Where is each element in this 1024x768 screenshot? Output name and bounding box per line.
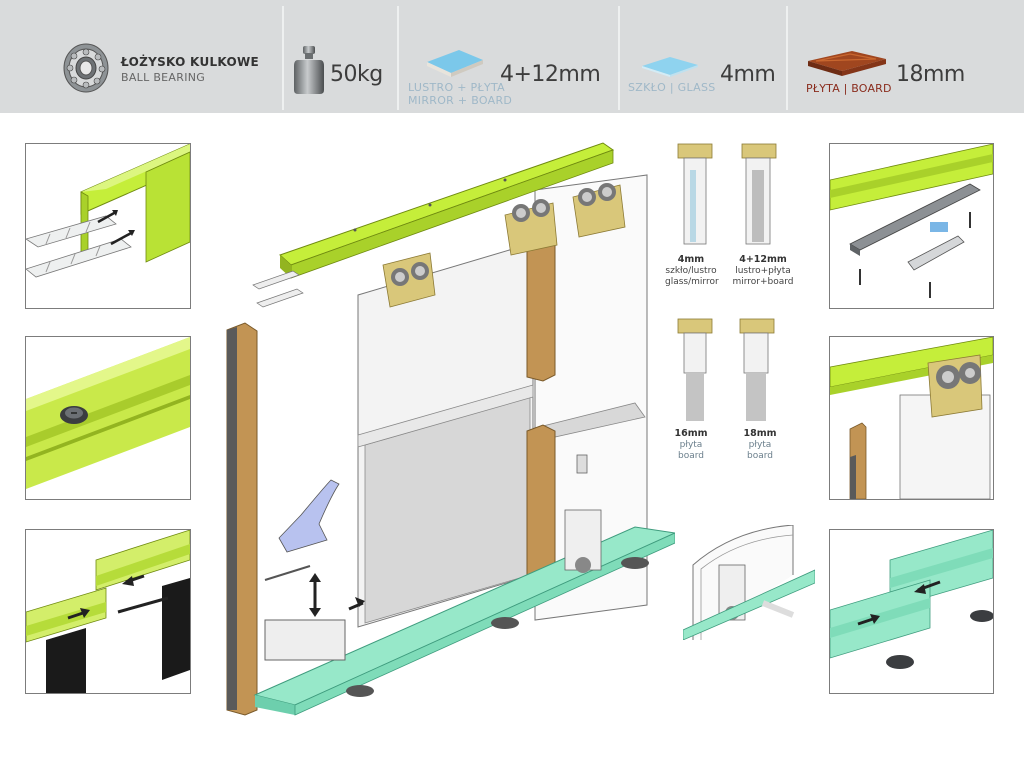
mirror-board-line1: LUSTRO + PŁYTA: [408, 81, 505, 94]
bearing-title: ŁOŻYSKO KULKOWE: [121, 55, 260, 69]
bearing-subtitle: BALL BEARING: [121, 71, 206, 84]
spec-header-bar: ŁOŻYSKO KULKOWE BALL BEARING 50kg 4+12mm…: [0, 0, 1024, 113]
wood-board-icon: [808, 51, 886, 76]
detail-panel-soft-close: [829, 143, 994, 309]
mirror-board-line2: MIRROR + BOARD: [408, 94, 513, 107]
profile-line1: lustro+płyta: [735, 266, 791, 276]
hanger-roller: [504, 199, 558, 256]
profile-line2: glass/mirror: [665, 277, 719, 287]
detail-panel-bottom-rail-joint: [829, 529, 994, 694]
mirror-board-icon: [427, 50, 483, 77]
profile-caption: 4mm szkło/lustro glass/mirror: [665, 254, 719, 288]
hanger-roller: [382, 252, 436, 308]
load-value: 50kg: [330, 62, 383, 87]
detail-panel-hanger-mount: [829, 336, 994, 500]
glass-label: SZKŁO | GLASS: [628, 81, 716, 94]
profile-line1: płyta: [679, 440, 703, 450]
profile-cross-sections-top: [677, 143, 777, 245]
detail-panel-top-rail-connector: [25, 143, 191, 309]
board-value: 18mm: [896, 62, 965, 87]
profile-size: 16mm: [674, 428, 708, 439]
profile-cross-sections-bottom: [677, 318, 775, 421]
detail-panel-rail-screw-cap: [25, 336, 191, 500]
profile-line2: board: [678, 451, 704, 461]
main-assembly-drawing: [226, 142, 675, 716]
hanger-roller: [572, 183, 626, 238]
board-label: PŁYTA | BOARD: [806, 82, 892, 95]
header-divider: [282, 6, 284, 110]
profile-line2: board: [747, 451, 773, 461]
profile-caption: 16mm płyta board: [665, 428, 717, 462]
profile-line1: płyta: [748, 440, 772, 450]
ball-bearing-icon: [63, 43, 109, 93]
detail-panel-rail-joint: [25, 529, 191, 694]
mirror-board-value: 4+12mm: [500, 62, 601, 87]
profile-line1: szkło/lustro: [665, 266, 717, 276]
header-divider: [397, 6, 399, 110]
profile-size: 4+12mm: [739, 254, 787, 265]
profile-line2: mirror+board: [732, 277, 794, 287]
glass-pane-icon: [642, 57, 698, 77]
glass-value: 4mm: [720, 62, 776, 87]
profile-caption: 18mm płyta board: [730, 428, 790, 462]
bottom-guide-detail: [683, 525, 815, 640]
profile-size: 4mm: [677, 254, 705, 265]
profile-caption: 4+12mm lustro+płyta mirror+board: [730, 254, 796, 288]
header-divider: [786, 6, 788, 110]
profile-size: 18mm: [743, 428, 777, 439]
header-divider: [618, 6, 620, 110]
weight-icon: [294, 46, 324, 94]
